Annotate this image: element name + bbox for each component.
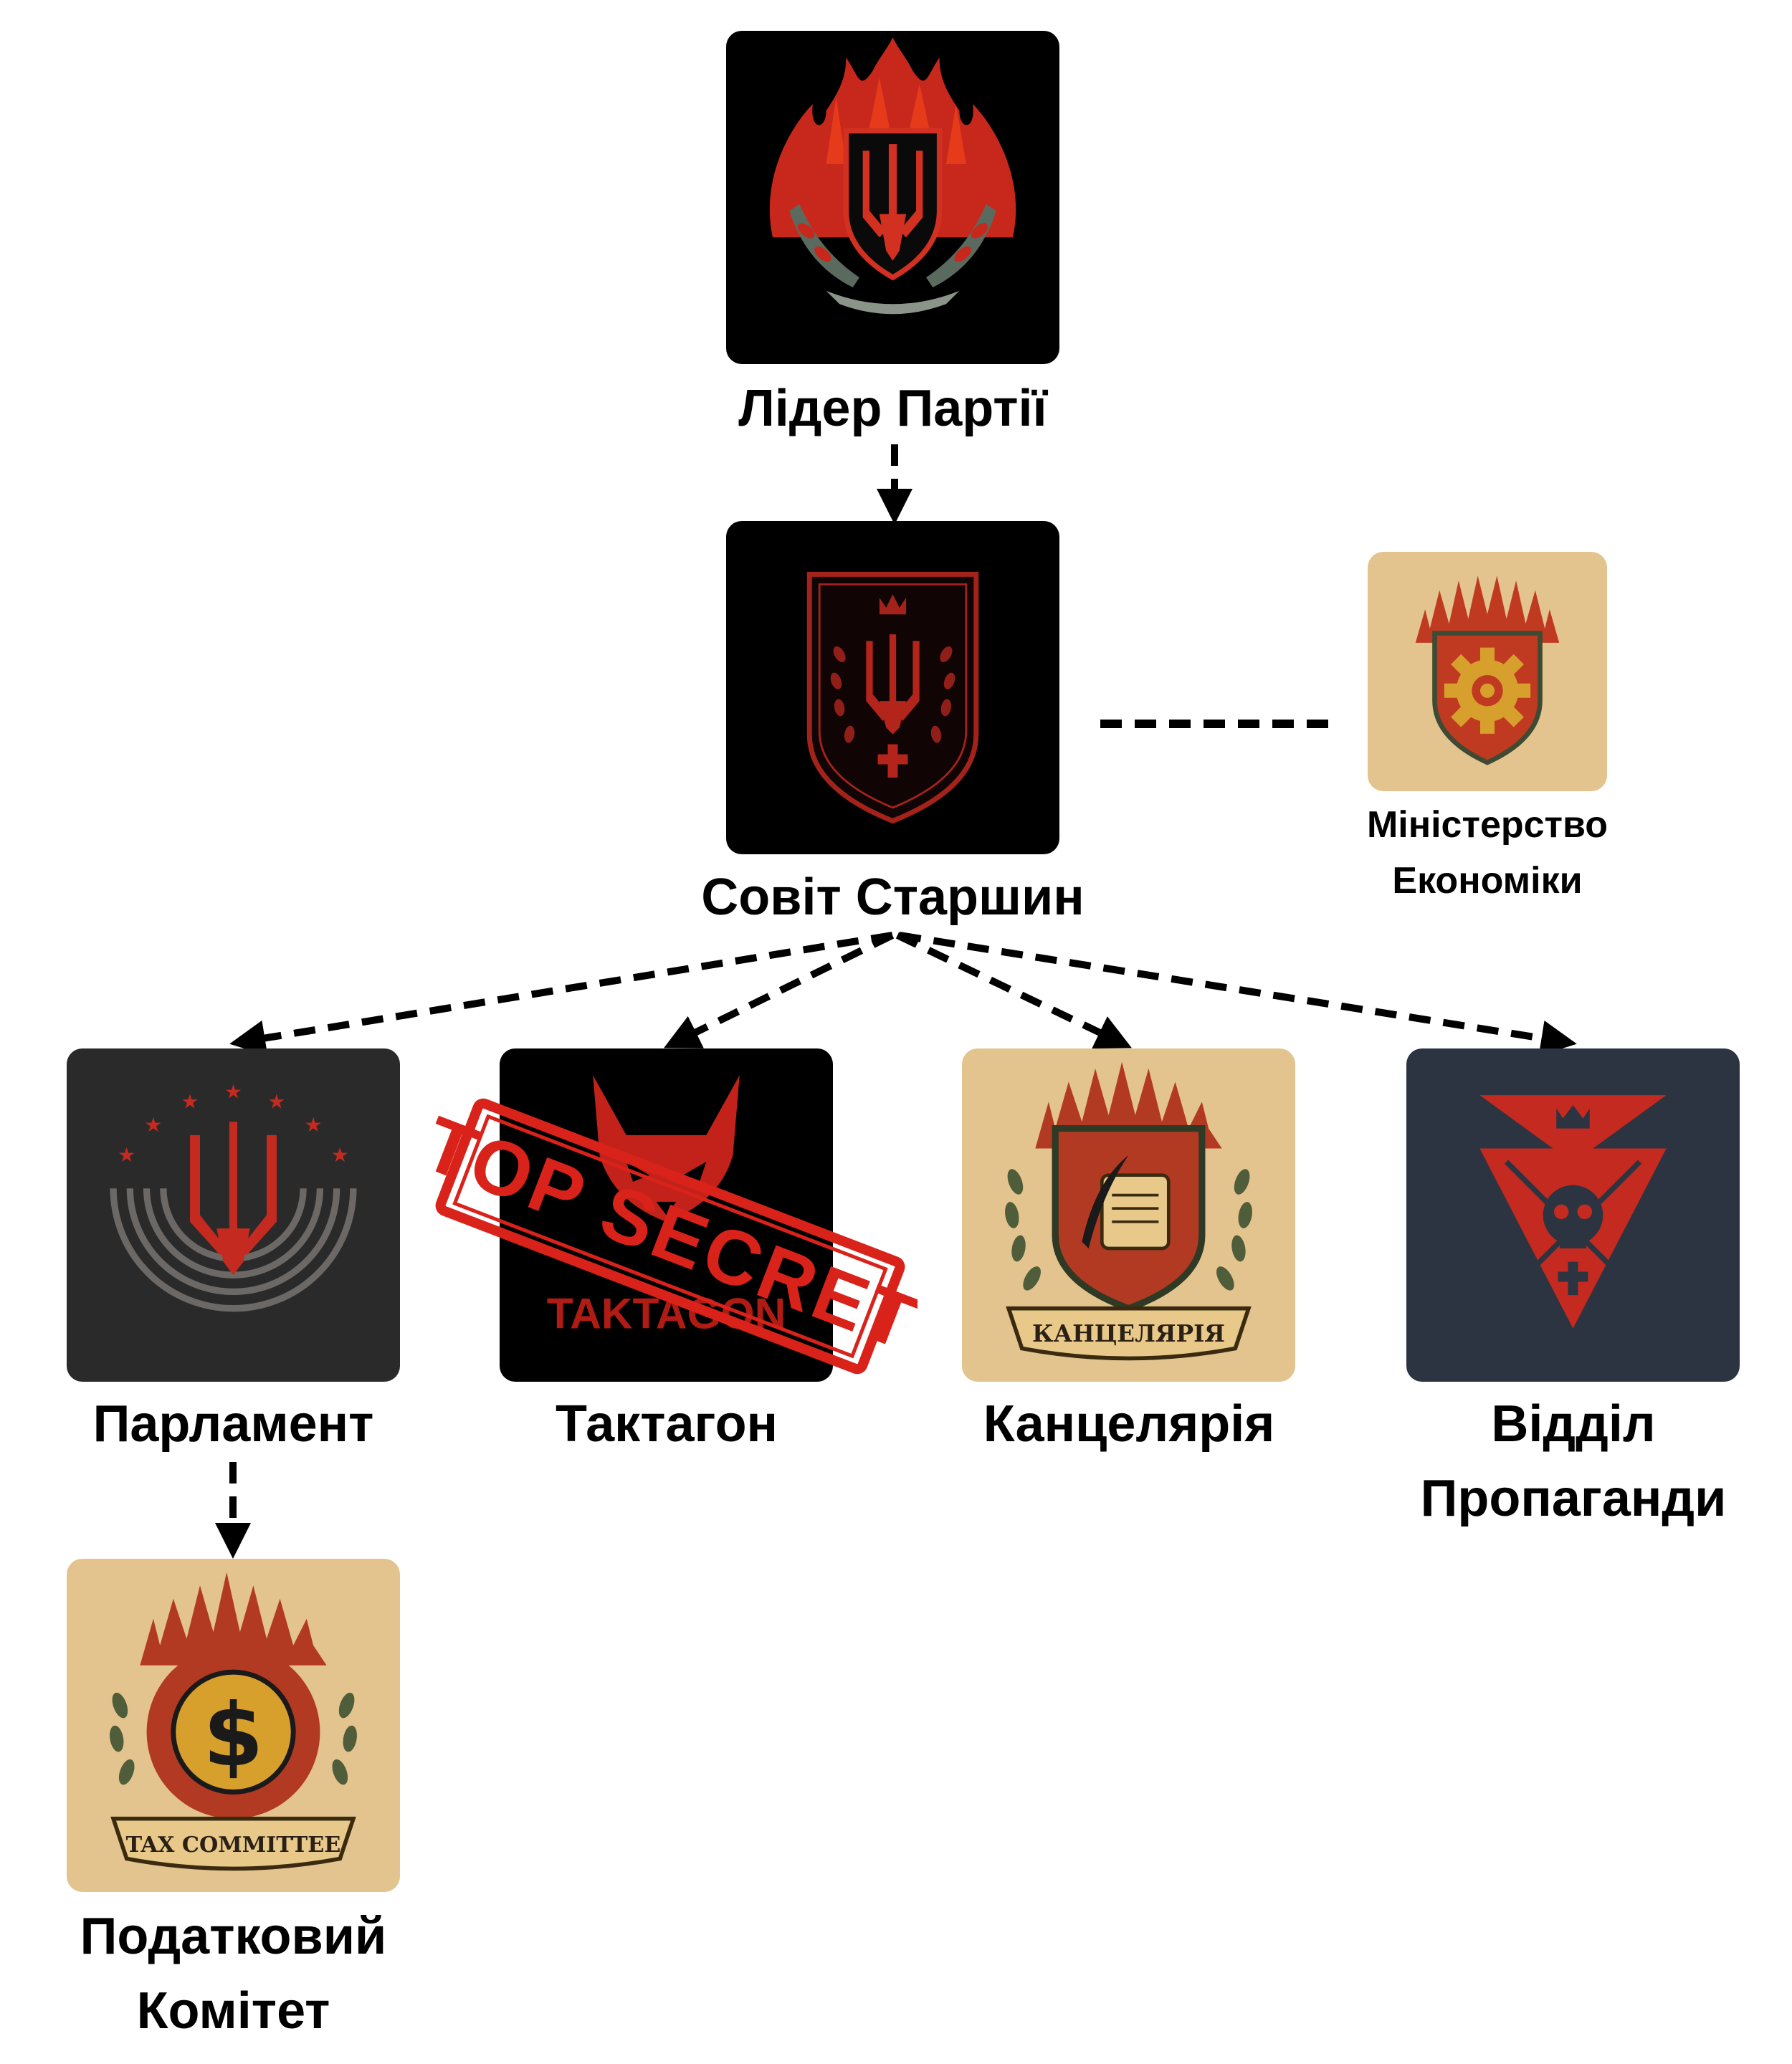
trident-flame-wreath-icon xyxy=(769,37,1016,315)
council-label: Совіт Старшин xyxy=(701,869,1085,926)
edge-council-taktagon xyxy=(664,932,895,1048)
trident-arc-stars-icon: ★ ★ ★ ★ ★ ★ ★ xyxy=(110,1080,357,1312)
economy-label: Міністерство Економіки xyxy=(1366,804,1608,902)
propaganda-emblem xyxy=(1406,1048,1740,1382)
edge-council-propaganda xyxy=(899,932,1577,1056)
propaganda-label: Відділ Пропаганди xyxy=(1420,1395,1727,1528)
svg-text:★: ★ xyxy=(331,1143,349,1167)
trident-shield-crest-icon xyxy=(806,571,979,824)
tax-emblem: $ TAX COMMITTEE xyxy=(67,1559,400,1892)
gear-shield-icon xyxy=(1415,575,1560,765)
parliament-label: Парламент xyxy=(92,1395,374,1453)
svg-text:★: ★ xyxy=(144,1113,162,1137)
svg-text:★: ★ xyxy=(181,1090,199,1114)
council-emblem xyxy=(726,521,1059,854)
tax-label: Податковий Комітет xyxy=(80,1908,387,2040)
taktagon-label: Тактагон xyxy=(555,1395,778,1453)
leader-emblem xyxy=(726,31,1059,364)
svg-text:$: $ xyxy=(203,1685,263,1786)
dollar-coin-icon: $ TAX COMMITTEE xyxy=(110,1572,357,1871)
quill-scroll-shield-icon: КАНЦЕЛЯРІЯ xyxy=(1005,1061,1252,1361)
top-secret-stamp: TOP SECRET xyxy=(423,1098,918,1375)
svg-text:★: ★ xyxy=(224,1080,242,1104)
economy-emblem xyxy=(1368,552,1607,791)
edge-council-chancellery xyxy=(895,932,1133,1049)
chancellery-emblem: КАНЦЕЛЯРІЯ xyxy=(962,1048,1295,1382)
skull-swords-arrowhead-icon xyxy=(1479,1095,1667,1329)
svg-text:★: ★ xyxy=(267,1090,285,1114)
leader-label: Лідер Партії xyxy=(738,380,1047,437)
svg-text:★: ★ xyxy=(118,1143,135,1167)
tax-banner-text: TAX COMMITTEE xyxy=(126,1833,341,1858)
svg-text:★: ★ xyxy=(305,1113,323,1137)
chancellery-banner-text: КАНЦЕЛЯРІЯ xyxy=(1032,1319,1225,1347)
edge-council-parliament xyxy=(229,932,893,1056)
chancellery-label: Канцелярія xyxy=(983,1395,1275,1453)
parliament-emblem: ★ ★ ★ ★ ★ ★ ★ xyxy=(67,1048,400,1382)
